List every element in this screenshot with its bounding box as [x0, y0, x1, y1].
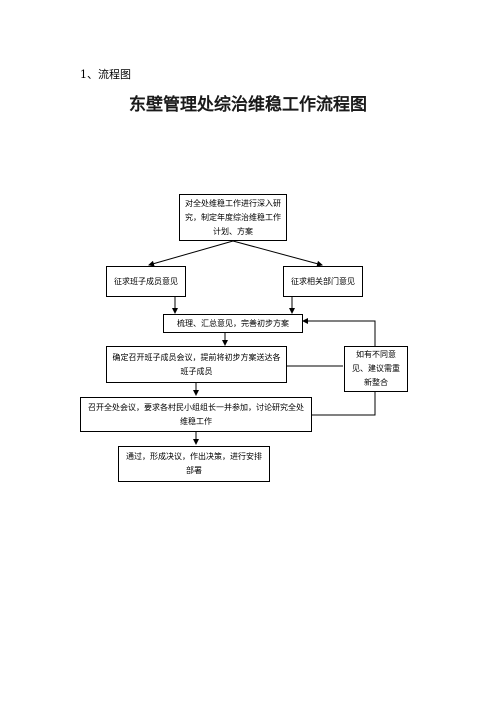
- line-all-meeting-to-disagreement: [312, 392, 376, 416]
- step-all-staff-meeting: 召开全处会议，要求各村民小组组长一并参加，讨论研究全处维稳工作: [80, 397, 312, 432]
- arrow-disagreement-to-consolidate: [302, 318, 376, 346]
- step-disagreement-reintegrate: 如有不同意见、建议需重新整合: [344, 346, 408, 392]
- step-leaders-opinion: 征求班子成员意见: [106, 266, 186, 297]
- section-label: 1、流程图: [80, 68, 131, 81]
- step-resolution-deployment: 通过，形成决议，作出决策，进行安排部署: [118, 446, 270, 482]
- step-research-plan: 对全处维稳工作进行深入研究，制定年度综治维稳工作计划、方案: [179, 194, 287, 241]
- step-departments-opinion: 征求相关部门意见: [283, 266, 363, 297]
- step-consolidate-opinions: 梳理、汇总意见，完善初步方案: [163, 314, 303, 333]
- step-leadership-meeting: 确定召开班子成员会议，提前将初步方案送达各班子成员: [106, 346, 287, 383]
- document-title: 东壁管理处综治维稳工作流程图: [129, 95, 367, 115]
- arrow-research-to-leaders: [148, 240, 234, 267]
- arrow-research-to-departments: [232, 240, 323, 267]
